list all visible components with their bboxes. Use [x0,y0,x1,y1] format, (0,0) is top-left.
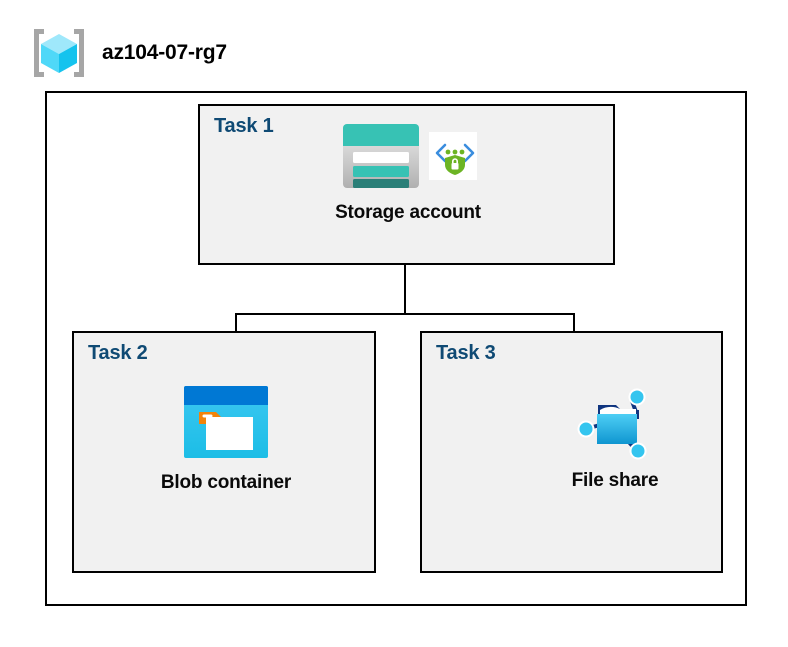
resource-group-header: az104-07-rg7 [30,26,227,80]
blob-container-icon [183,385,269,459]
node-storage-account-icons [339,120,477,192]
task-box-3[interactable]: Task 3 [420,331,723,573]
storage-account-icon [339,120,423,192]
node-file-share[interactable]: File share [510,385,720,492]
task-box-1[interactable]: Task 1 [198,104,615,265]
task-box-2[interactable]: Task 2 [72,331,376,573]
connector-crossbar [235,313,575,315]
resource-group-cube-icon [30,26,88,80]
task-3-label: Task 3 [436,342,496,364]
node-blob-container-label: Blob container [160,472,292,493]
task-1-label: Task 1 [214,115,274,137]
node-file-share-icons [576,385,654,461]
node-storage-account-label: Storage account [335,202,481,223]
node-storage-account[interactable]: Storage account [300,120,516,224]
resource-group-name: az104-07-rg7 [102,41,227,64]
node-blob-container-icons [183,385,269,459]
node-file-share-label: File share [571,470,659,491]
task-2-label: Task 2 [88,342,148,364]
file-share-icon [576,385,654,461]
connector-storage-trunk [404,265,406,314]
secure-endpoint-shield-icon [429,132,477,180]
node-blob-container[interactable]: Blob container [120,385,332,494]
